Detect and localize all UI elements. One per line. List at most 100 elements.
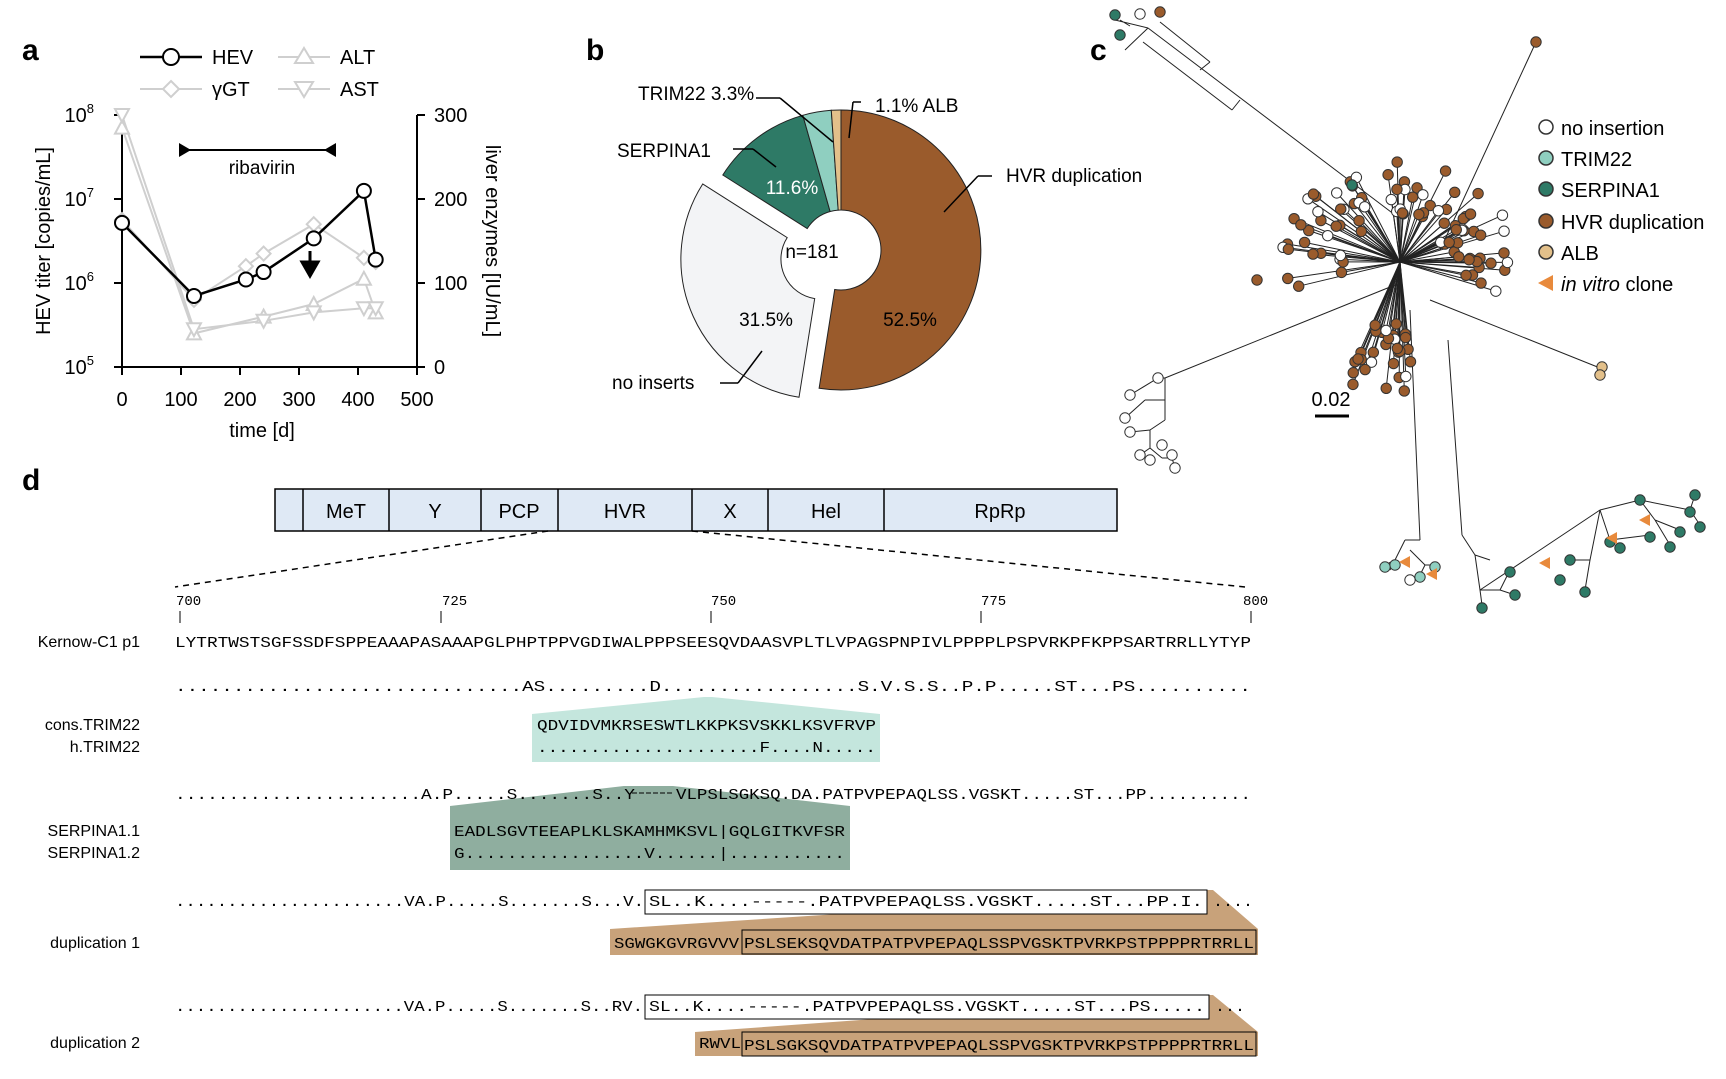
dup2-insert-box bbox=[741, 1031, 1257, 1057]
panel-a-ylabel-left: HEV titer [copies/mL] bbox=[33, 147, 55, 335]
enzyme-series bbox=[113, 108, 385, 341]
trim22-insert-seq-2: .....................F....N..... bbox=[537, 741, 876, 757]
tip-hvr bbox=[1295, 219, 1307, 231]
serpina1-pct: 11.6% bbox=[766, 178, 819, 199]
panel-label-c: c bbox=[1090, 34, 1107, 67]
ggt-point bbox=[255, 245, 273, 263]
hev-point bbox=[367, 251, 384, 268]
tip-hvr bbox=[1359, 363, 1371, 376]
slice-no-inserts bbox=[680, 183, 816, 398]
tip-serpina1 bbox=[1114, 29, 1126, 41]
ast-line bbox=[121, 114, 376, 331]
tip-hvr bbox=[1303, 224, 1315, 237]
tip-no-insertion bbox=[1417, 189, 1429, 201]
tip-serpina1 bbox=[1564, 554, 1576, 566]
tip-no-insertion bbox=[1365, 356, 1378, 368]
tip-in-vitro bbox=[1399, 556, 1410, 568]
dup2-label: duplication 2 bbox=[50, 1035, 140, 1052]
tip-hvr bbox=[1282, 243, 1295, 255]
sequence-ruler: 700 725 750 775 800 bbox=[176, 594, 1268, 623]
panel-a-ylabel-right: liver enzymes [IU/mL] bbox=[481, 145, 503, 337]
tip-no-insertion bbox=[1400, 370, 1412, 383]
tip-serpina1 bbox=[1694, 521, 1706, 533]
tip-serpina1 bbox=[1684, 506, 1696, 518]
tip-serpina1 bbox=[1509, 589, 1521, 601]
slice-serpina1 bbox=[722, 114, 831, 230]
panel-c-legend: no insertion TRIM22 SERPINA1 HVR duplica… bbox=[1538, 118, 1704, 296]
panel-label-b: b bbox=[586, 34, 604, 67]
ribavirin-label: ribavirin bbox=[229, 158, 296, 179]
ruler-tick: 750 bbox=[711, 594, 736, 610]
serpina1-parent-right: VLPSLSGKSQ.DA.PATPVPEPAQLSS.VGSKT.....ST… bbox=[676, 788, 1251, 804]
tip-serpina1 bbox=[1689, 489, 1701, 501]
phylogenetic-tree bbox=[1114, 19, 1701, 606]
dup2-parent-box bbox=[644, 994, 1210, 1020]
tip-no-insertion bbox=[1156, 439, 1168, 451]
tip-no-insertion bbox=[1312, 205, 1324, 218]
tip-no-insertion bbox=[1144, 454, 1156, 466]
ast-point bbox=[113, 108, 131, 125]
tip-no-insertion bbox=[1166, 449, 1178, 461]
tip-hvr bbox=[1450, 224, 1462, 236]
x-tick-label: 400 bbox=[341, 389, 374, 411]
hev-point bbox=[185, 288, 202, 305]
legend-hev-marker bbox=[162, 48, 180, 66]
tip-hvr bbox=[1355, 225, 1368, 238]
ribavirin-bar: ribavirin bbox=[179, 143, 336, 179]
tip-hvr bbox=[1251, 274, 1263, 286]
tip-serpina1 bbox=[1504, 566, 1516, 578]
tip-hvr bbox=[1406, 191, 1419, 203]
hev-point bbox=[305, 230, 322, 247]
x-tick-label: 100 bbox=[164, 389, 197, 411]
legend-in-vitro-marker bbox=[1538, 275, 1553, 291]
dup1-insert-box bbox=[741, 929, 1257, 955]
alt-point bbox=[113, 118, 131, 135]
tip-no-insertion bbox=[1119, 412, 1131, 424]
tip-hvr bbox=[1472, 187, 1484, 200]
tip-hvr bbox=[1530, 36, 1542, 48]
tip-serpina1 bbox=[1109, 9, 1121, 21]
panel-a: HEV γGT ALT AST 0 100 200 300 4 bbox=[33, 46, 503, 442]
tip-hvr bbox=[1460, 269, 1472, 282]
tip-no-insertion bbox=[1134, 449, 1146, 461]
tip-no-insertion bbox=[1134, 8, 1146, 20]
ast-point bbox=[355, 301, 373, 318]
serpina1-insert-band bbox=[450, 786, 850, 870]
dup2-parent-right: ... bbox=[1215, 1000, 1245, 1016]
scale-label: 0.02 bbox=[1312, 389, 1351, 411]
dup1-parent-left: ......................VA.P.....S.......S… bbox=[175, 895, 644, 911]
legend-trim22: TRIM22 bbox=[1561, 149, 1632, 171]
trim22-label-1: cons.TRIM22 bbox=[45, 717, 140, 734]
no-inserts-label: no inserts bbox=[612, 373, 694, 394]
legend-alb-marker bbox=[1538, 244, 1554, 260]
tip-serpina1 bbox=[1476, 602, 1488, 614]
x-tick-label: 300 bbox=[282, 389, 315, 411]
tip-no-insertion bbox=[1334, 249, 1347, 262]
hvr-label: HVR duplication bbox=[1006, 166, 1142, 187]
legend-hev-label: HEV bbox=[212, 47, 254, 69]
serpina1-label-1: SERPINA1.1 bbox=[48, 823, 141, 840]
legend-no-insertion: no insertion bbox=[1561, 118, 1664, 140]
tip-hvr bbox=[1438, 217, 1450, 229]
domain-x: X bbox=[723, 501, 736, 523]
tip-hvr bbox=[1353, 214, 1365, 227]
tip-hvr bbox=[1475, 277, 1487, 289]
legend-serpina1-marker bbox=[1538, 181, 1554, 197]
legend-serpina1: SERPINA1 bbox=[1561, 180, 1660, 202]
legend-ggt-label: γGT bbox=[212, 79, 250, 101]
panel-label-a: a bbox=[22, 34, 39, 67]
tip-hvr bbox=[1396, 207, 1409, 219]
trim22-insert-band bbox=[532, 697, 880, 762]
tip-serpina1 bbox=[1664, 541, 1676, 553]
tip-hvr bbox=[1335, 203, 1347, 215]
dup1-parent-box bbox=[644, 889, 1208, 915]
donut-center-label: n=181 bbox=[785, 242, 838, 263]
slice-hvr bbox=[818, 109, 982, 391]
tree-scale: 0.02 bbox=[1312, 389, 1351, 418]
tip-hvr bbox=[1367, 346, 1380, 359]
tip-trim22 bbox=[1414, 571, 1426, 583]
tip-no-insertion bbox=[1124, 426, 1136, 438]
tip-alb bbox=[1594, 369, 1606, 381]
tip-no-insertion bbox=[1496, 209, 1509, 221]
ast-point bbox=[254, 313, 273, 330]
